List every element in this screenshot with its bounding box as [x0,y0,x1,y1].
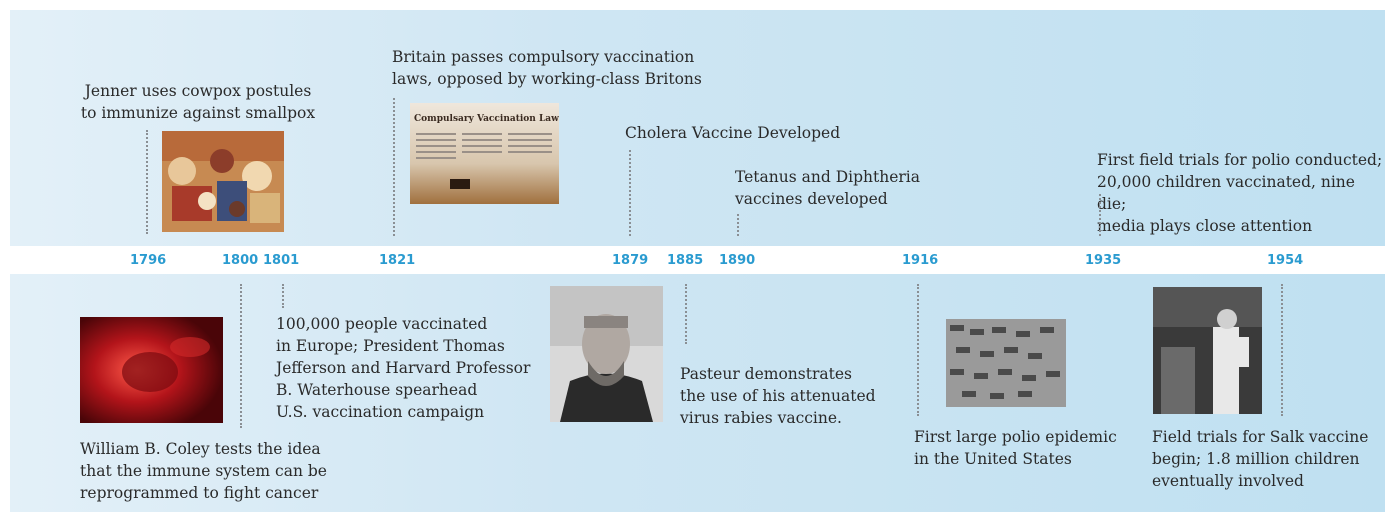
connector-1821 [393,98,395,236]
event-polio-trials-text: First field trials for polio conducted; … [1097,149,1385,237]
event-salk-text: Field trials for Salk vaccine begin; 1.8… [1152,426,1368,492]
year-1954: 1954 [1267,253,1303,268]
year-1796: 1796 [130,253,166,268]
event-britain-text: Britain passes compulsory vaccination la… [392,46,702,90]
year-1801: 1801 [263,253,299,268]
connector-1916 [917,284,919,416]
year-1800: 1800 [222,253,258,268]
event-tetanus-text: Tetanus and Diphtheria vaccines develope… [735,166,920,210]
year-1821: 1821 [379,253,415,268]
event-europe-text: 100,000 people vaccinated in Europe; Pre… [276,313,530,423]
connector-1879 [629,150,631,236]
connector-1885 [685,284,687,344]
event-coley-text: William B. Coley tests the idea that the… [80,438,327,504]
newspaper-headline: Compulsary Vaccination Laws [414,114,559,124]
year-1879: 1879 [612,253,648,268]
event-pasteur-text: Pasteur demonstrates the use of his atte… [680,363,876,429]
event-cholera-text: Cholera Vaccine Developed [625,122,840,144]
salk-photo-image [1153,287,1262,414]
year-1885: 1885 [667,253,703,268]
connector-1954 [1281,284,1283,416]
vaccination-laws-newspaper-image: Compulsary Vaccination Laws [410,103,559,204]
year-1890: 1890 [719,253,755,268]
event-jenner-text: Jenner uses cowpox postules to immunize … [80,80,316,124]
year-1935: 1935 [1085,253,1121,268]
pasteur-portrait-image [550,286,663,422]
year-1916: 1916 [902,253,938,268]
connector-1796 [146,130,148,234]
connector-1801 [282,284,284,308]
event-polio-epidemic-text: First large polio epidemic in the United… [914,426,1117,470]
connector-1890 [737,214,739,236]
connector-1935 [1099,194,1101,236]
connector-1800 [240,284,242,428]
jenner-painting-image [162,131,284,232]
cancer-cell-image [80,317,223,423]
polio-ward-image [946,319,1066,407]
